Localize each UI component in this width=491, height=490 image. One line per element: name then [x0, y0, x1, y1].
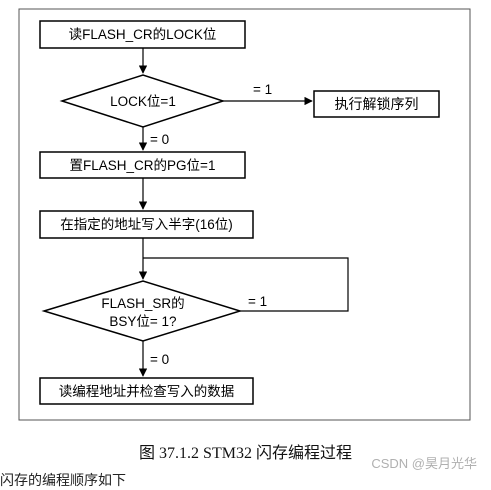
verify-box [39, 377, 254, 405]
write-halfword-text: 在指定的地址写入半字(16位) [60, 217, 233, 232]
lock-decision-text: LOCK位=1 [110, 94, 176, 109]
bsy-decision-line1: FLASH_SR的 [101, 296, 184, 311]
bsy-decision-diamond [41, 280, 243, 342]
unlock-sequence-text: 执行解锁序列 [335, 97, 419, 113]
figure-caption: 图 37.1.2 STM32 闪存编程过程 [139, 445, 352, 462]
bsy-no-label: = 0 [150, 352, 169, 367]
read-lock-text: 读FLASH_CR的LOCK位 [69, 27, 217, 42]
bsy-decision-line2: BSY位= 1? [109, 314, 176, 329]
lock-yes-label: = 1 [253, 82, 272, 97]
watermark: CSDN @昊月光华 [371, 456, 477, 471]
set-pg-box [39, 151, 246, 179]
bsy-loop-line [143, 257, 349, 312]
bsy-yes-label: = 1 [248, 294, 267, 309]
write-halfword-box [39, 210, 254, 239]
verify-text: 读编程地址并检查写入的数据 [59, 384, 235, 399]
set-pg-text: 置FLASH_CR的PG位=1 [70, 158, 216, 173]
lock-no-label: = 0 [150, 132, 169, 147]
figure-frame [18, 8, 471, 421]
unlock-sequence-box [313, 90, 440, 118]
trailing-text: 闪存的编程顺序如下 [0, 474, 126, 489]
